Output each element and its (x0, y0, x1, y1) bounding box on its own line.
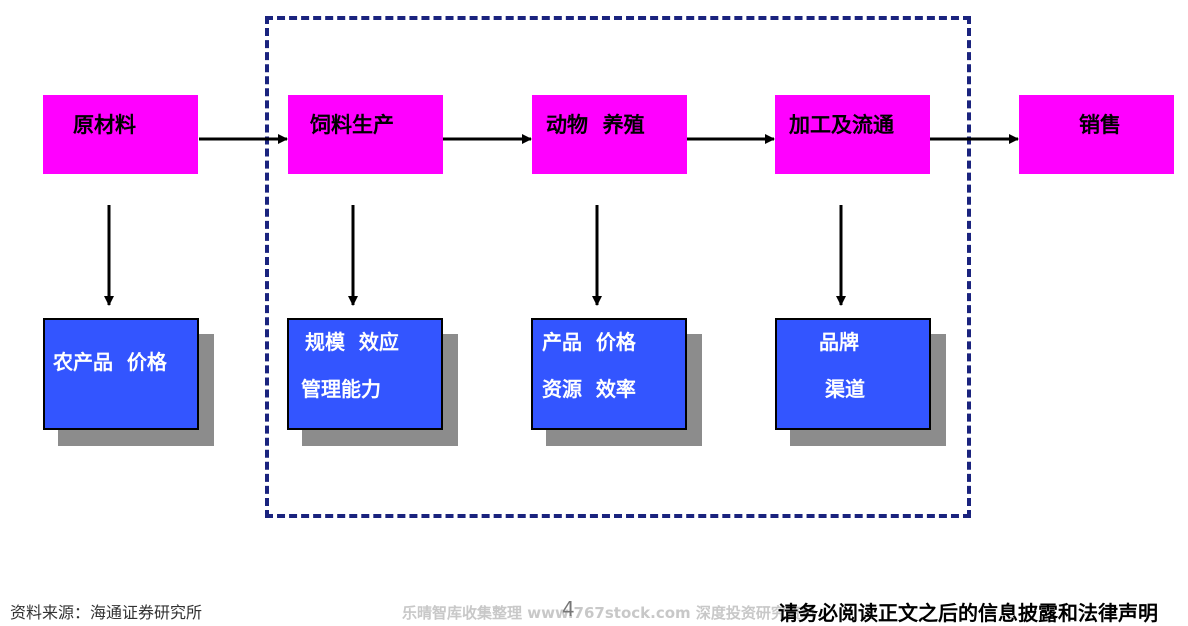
factor-text: 管理能力 (301, 377, 381, 401)
factor-card-feed-production: 规模 效应 管理能力 (287, 318, 443, 430)
factor-text: 渠道 (825, 377, 865, 401)
factor-text: 产品 价格 (542, 330, 636, 354)
factor-card-processing-distribution: 品牌 渠道 (775, 318, 931, 430)
factor-text: 规模 效应 (305, 330, 399, 354)
page-number: 4 (562, 597, 575, 621)
stage-animal-breeding: 动物 养殖 (532, 95, 687, 174)
stage-sales: 销售 (1019, 95, 1174, 174)
factor-text: 农产品 价格 (53, 350, 167, 374)
stage-feed-production: 饲料生产 (288, 95, 443, 174)
factor-card-raw-materials: 农产品 价格 (43, 318, 199, 430)
stage-processing-distribution: 加工及流通 (775, 95, 930, 174)
stage-raw-materials: 原材料 (43, 95, 198, 174)
factor-text: 资源 效率 (542, 377, 636, 401)
disclaimer: 请务必阅读正文之后的信息披露和法律声明 (778, 601, 1158, 625)
industry-chain-boundary (265, 16, 971, 518)
watermark: 乐晴智库收集整理 www.767stock.com 深度投资研究资料 (402, 604, 816, 622)
factor-card-animal-breeding: 产品 价格 资源 效率 (531, 318, 687, 430)
source-note: 资料来源：海通证券研究所 (10, 603, 203, 622)
factor-text: 品牌 (819, 330, 859, 354)
